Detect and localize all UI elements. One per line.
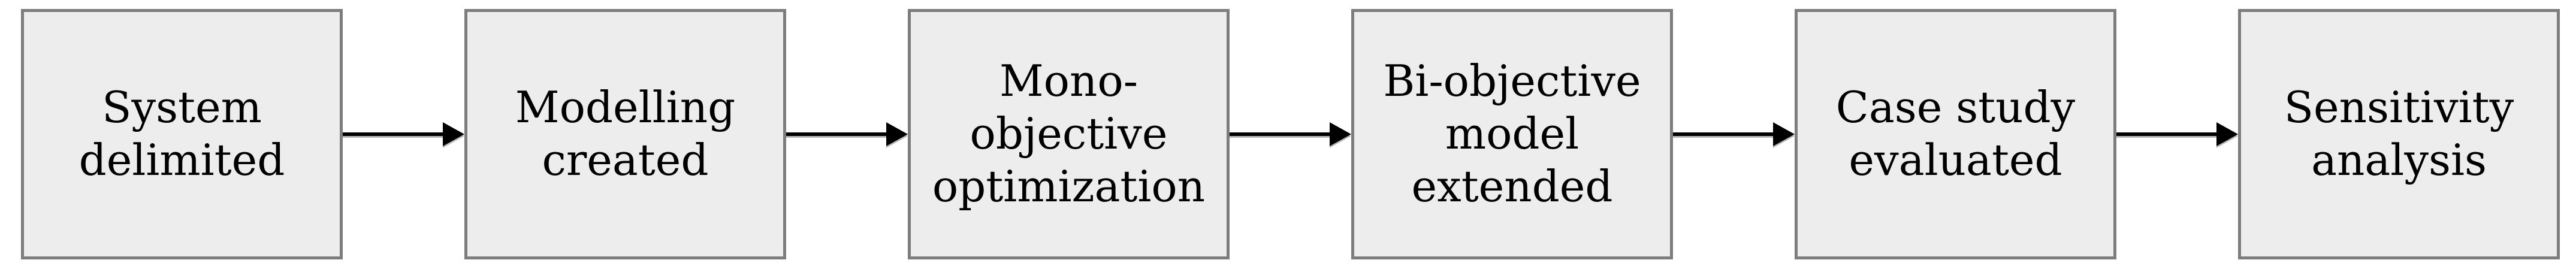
arrow-line — [1673, 132, 1773, 136]
flow-step-mono-objective-optimization: Mono- objective optimization — [908, 9, 1230, 259]
arrow-line — [786, 132, 886, 136]
arrow-head — [443, 122, 464, 146]
arrow-right-icon — [343, 9, 464, 259]
arrow-head — [1330, 122, 1351, 146]
flow-step-sensitivity-analysis: Sensitivity analysis — [2238, 9, 2560, 259]
flow-step-label: System delimited — [78, 82, 285, 185]
arrow-line — [2116, 132, 2216, 136]
arrow-right-icon — [786, 9, 908, 259]
flow-step-bi-objective-model-extended: Bi-objective model extended — [1351, 9, 1673, 259]
flow-step-system-delimited: System delimited — [21, 9, 343, 259]
arrow-right-icon — [1673, 9, 1795, 259]
arrow-head — [886, 122, 908, 146]
flow-step-label: Mono- objective optimization — [932, 56, 1206, 211]
arrow-right-icon — [2116, 9, 2238, 259]
flow-step-label: Bi-objective model extended — [1383, 56, 1641, 211]
arrow-line — [343, 132, 443, 136]
flow-step-label: Case study evaluated — [1835, 82, 2076, 185]
arrow-head — [2216, 122, 2238, 146]
arrow-right-icon — [1230, 9, 1351, 259]
flow-step-label: Sensitivity analysis — [2284, 82, 2514, 185]
arrow-head — [1773, 122, 1795, 146]
flow-step-modelling-created: Modelling created — [464, 9, 786, 259]
flow-step-label: Modelling created — [515, 82, 736, 185]
arrow-line — [1230, 132, 1330, 136]
flowchart: System delimited Modelling created Mono-… — [21, 9, 2560, 259]
flow-step-case-study-evaluated: Case study evaluated — [1795, 9, 2116, 259]
